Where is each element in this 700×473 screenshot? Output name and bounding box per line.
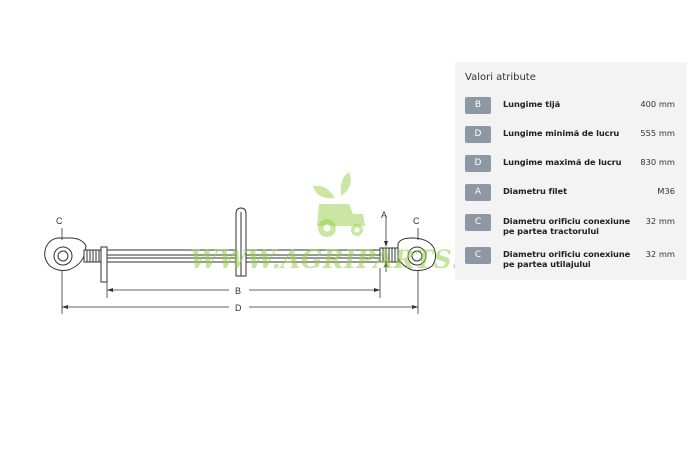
attribute-value: 830 mm (640, 157, 675, 167)
panel-title: Valori atribute (465, 72, 536, 83)
attribute-name: Diametru orificiu conexiune pe partea tr… (503, 216, 631, 236)
attribute-value: 555 mm (640, 128, 675, 138)
attribute-row: A Diametru filet M36 (465, 182, 681, 204)
attribute-row: D Lungime minimă de lucru 555 mm (465, 124, 681, 146)
attribute-key-badge: C (465, 214, 491, 231)
attribute-key-badge: A (465, 184, 491, 201)
attribute-key-badge: D (465, 126, 491, 143)
attribute-row: C Diametru orificiu conexiune pe partea … (465, 245, 681, 271)
left-nut (100, 246, 108, 283)
attribute-name: Lungime minimă de lucru (503, 128, 620, 138)
attribute-row: D Lungime maximă de lucru 830 mm (465, 153, 681, 175)
label-d: D (235, 303, 242, 313)
attribute-row: B Lungime tijă 400 mm (465, 95, 681, 117)
tractor-logo (313, 172, 365, 237)
label-c-right: C (413, 216, 420, 226)
attribute-key-badge: C (465, 247, 491, 264)
attribute-name: Diametru orificiu conexiune pe partea ut… (503, 249, 631, 269)
attribute-name: Lungime tijă (503, 99, 561, 109)
label-b: B (235, 286, 241, 296)
right-eye (397, 237, 437, 271)
label-c-left: C (56, 216, 63, 226)
attribute-key-badge: B (465, 97, 491, 114)
attribute-value: 32 mm (645, 249, 675, 259)
attribute-row: C Diametru orificiu conexiune pe partea … (465, 212, 681, 238)
attribute-value: 400 mm (640, 99, 675, 109)
top-link-drawing: C C A B D (44, 207, 437, 314)
attribute-value: M36 (657, 186, 675, 196)
watermark-text: WWW.AGRIPARTS.RO (190, 245, 504, 274)
right-thread (379, 247, 403, 263)
tube-handle (235, 207, 247, 277)
attribute-value: 32 mm (645, 216, 675, 226)
attribute-panel: Valori atribute B Lungime tijă 400 mm D … (455, 62, 687, 280)
left-eye (44, 237, 87, 271)
attribute-name: Lungime maximă de lucru (503, 157, 622, 167)
attribute-name: Diametru filet (503, 186, 567, 196)
attribute-key-badge: D (465, 155, 491, 172)
label-a: A (381, 210, 387, 220)
